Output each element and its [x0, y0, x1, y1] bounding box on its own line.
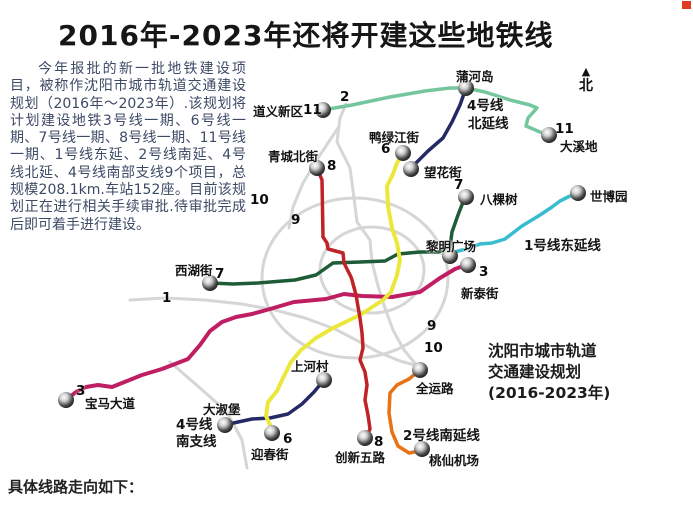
station-marker-qingchengbei — [309, 160, 325, 176]
station-label-quanyun: 全运路 — [416, 381, 454, 396]
station-marker-yingchun — [264, 425, 280, 441]
line-7-polyline — [208, 195, 467, 286]
gray-line-nw — [287, 126, 340, 230]
station-marker-shanghecun — [316, 372, 332, 388]
gray-line-badge-2: 2 — [340, 89, 350, 105]
line1-east-label: 1号线东延线 — [524, 238, 601, 254]
station-label-qingchengbei: 青城北街 — [268, 149, 319, 164]
line-8-polyline — [315, 166, 372, 440]
station-markers — [58, 80, 586, 457]
intro-paragraph: 今年报批的新一批地铁建设项目，被称作沈阳市城市轨道交通建设规划（2016年～20… — [10, 61, 246, 233]
line-number-qingchengbei: 8 — [327, 158, 337, 174]
gray-line-badge-10-east: 10 — [424, 340, 443, 356]
line-number-daxidi: 11 — [555, 121, 574, 137]
line-4-south-polyline — [223, 378, 326, 427]
gray-line-badge-9-west: 9 — [291, 212, 301, 228]
line-number-yalujiang: 6 — [381, 141, 391, 157]
station-label-shibo: 世博园 — [590, 189, 628, 204]
line-number-bakeshu: 7 — [454, 177, 464, 193]
station-marker-yalujiang — [395, 145, 411, 161]
station-label-liming: 黎明广场 — [426, 239, 477, 254]
station-label-chuangxin: 创新五路 — [335, 450, 386, 465]
station-marker-xintai — [460, 257, 476, 273]
line-11-polyline — [321, 86, 551, 137]
station-label-wanghua: 望花街 — [424, 165, 462, 180]
gray-line-badge-1: 1 — [162, 290, 172, 306]
line4-south-label-2: 南支线 — [176, 434, 217, 450]
line4-north-label-2: 北延线 — [468, 116, 509, 132]
line-number-xintai: 3 — [479, 264, 489, 280]
station-label-daoyi: 道义新区 — [253, 104, 304, 119]
footer-note: 具体线路走向如下： — [8, 478, 144, 496]
line-3-polyline — [64, 263, 468, 402]
line4-south-label-1: 4号线 — [176, 417, 213, 433]
compass-north-label: 北 — [579, 78, 593, 94]
plan-note: 沈阳市城市轨道 交通建设规划 (2016-2023年) — [488, 341, 610, 404]
compass-arrow-icon: ▲ — [581, 65, 591, 78]
station-marker-xihu — [202, 275, 218, 291]
line-number-daoyi: 11 — [303, 102, 322, 118]
line-6-polyline — [264, 151, 405, 429]
station-marker-chuangxin — [357, 430, 373, 446]
station-label-bakeshu: 八棵树 — [480, 192, 518, 207]
page-title: 2016年-2023年还将开建这些地铁线 — [58, 19, 554, 52]
line-number-chuangxin: 8 — [374, 434, 384, 450]
station-label-shanghecun: 上河村 — [291, 359, 329, 374]
station-label-puhedao: 蒲河岛 — [456, 69, 494, 84]
plan-note-line2: 交通建设规划 — [488, 363, 582, 381]
station-label-yingchun: 迎春街 — [251, 447, 289, 462]
station-marker-liming — [442, 248, 458, 264]
station-label-dashubu: 大淑堡 — [203, 402, 241, 417]
gray-line-2 — [335, 102, 422, 372]
station-label-daxidi: 大溪地 — [560, 139, 598, 154]
station-marker-dashubu — [217, 417, 233, 433]
plan-note-line3: (2016-2023年) — [488, 384, 611, 402]
station-marker-puhedao — [458, 80, 474, 96]
plan-note-line1: 沈阳市城市轨道 — [488, 342, 597, 360]
gray-line-badge-9-east: 9 — [427, 318, 437, 334]
station-marker-baoma — [58, 392, 74, 408]
station-marker-taoxian — [414, 441, 430, 457]
station-label-taoxian: 桃仙机场 — [429, 453, 480, 468]
gray-ring-inner — [318, 225, 426, 315]
station-marker-bakeshu — [458, 189, 474, 205]
line2-south-label: 2号线南延线 — [403, 428, 480, 444]
line4-north-label-1: 4号线 — [467, 98, 504, 114]
line-1-east-polyline — [448, 191, 580, 257]
line-number-yingchun: 6 — [283, 431, 293, 447]
gray-line-badge-10-west: 10 — [250, 192, 269, 208]
station-label-xintai: 新泰街 — [461, 286, 499, 301]
line-number-baoma: 3 — [76, 383, 86, 399]
gray-line-sw — [168, 360, 249, 470]
line-2-south-polyline — [387, 368, 422, 455]
corner-mark — [682, 1, 691, 9]
station-label-yalujiang: 鸭绿江街 — [369, 130, 420, 145]
station-marker-daoyi — [315, 102, 331, 118]
line-4-north-polyline — [409, 86, 468, 170]
station-marker-shibo — [570, 185, 586, 201]
line-number-xihu: 7 — [215, 266, 225, 282]
compass: ▲ 北 — [574, 65, 598, 95]
station-marker-daxidi — [541, 127, 557, 143]
station-label-xihu: 西湖街 — [175, 263, 213, 278]
station-marker-wanghua — [403, 161, 419, 177]
station-marker-quanyun — [412, 362, 428, 378]
gray-line-1 — [128, 296, 420, 368]
station-label-baoma: 宝马大道 — [85, 396, 136, 411]
